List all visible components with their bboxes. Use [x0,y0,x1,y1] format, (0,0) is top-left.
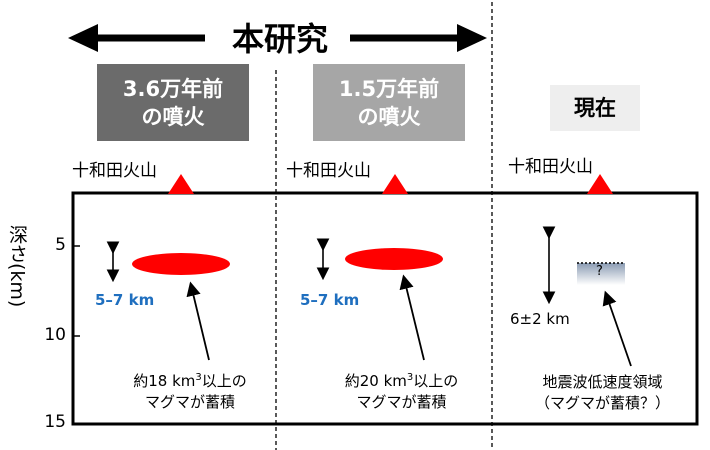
period-label-line1: 3.6万年前 [122,76,224,101]
depth-range-label-1: 5–7 km [95,291,155,309]
low-velocity-note: 地震波低速度領域 （マグマが蓄積？） [534,373,670,412]
period-label-line1: 1.5万年前 [338,76,440,101]
pointer-arrow-1 [186,281,210,361]
volcano-label-1: 十和田火山 [72,161,157,181]
low-velocity-question-mark: ? [596,264,603,279]
magma-volume-note-2: 約20 km3以上の マグマが蓄積 [344,372,459,411]
tick-label-15: 15 [44,412,66,432]
magma-reservoir-1 [132,253,230,275]
page-title: 本研究 [231,20,328,58]
period-label-line2: の噴火 [141,104,205,129]
period-box-36ka: 3.6万年前 の噴火 [97,64,249,141]
pointer-arrow-2 [399,274,425,361]
volcano-icon-1 [168,174,194,194]
volcano-icon-2 [382,174,408,194]
period-box-present: 現在 [550,85,640,131]
period-label-line1: 現在 [574,96,616,120]
tick-label-5: 5 [55,235,66,255]
volcano-label-2: 十和田火山 [286,161,371,181]
magma-volume-note-1: 約18 km3以上の マグマが蓄積 [133,372,247,411]
pointer-arrow-3 [602,290,632,367]
tick-label-10: 10 [44,325,66,345]
low-velocity-zone [577,263,625,285]
right-arrow-icon [350,24,487,52]
volcano-label-3: 十和田火山 [508,157,593,177]
volcano-icon-3 [587,174,613,194]
depth-range-label-3: 6±2 km [510,310,570,328]
magma-reservoir-2 [345,248,443,270]
y-axis-label: 深さ(km) [6,225,28,308]
period-box-15ka: 1.5万年前 の噴火 [313,64,465,141]
left-arrow-icon [68,24,205,52]
period-label-line2: の噴火 [357,104,421,129]
depth-range-label-2: 5–7 km [300,291,360,309]
